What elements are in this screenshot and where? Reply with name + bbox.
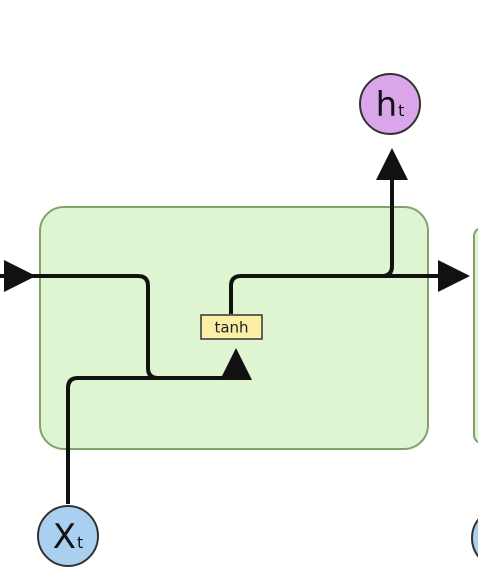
output-node-h	[359, 73, 421, 135]
tanh-label: tanh	[214, 319, 248, 337]
next-input-node-edge	[471, 518, 478, 558]
input-node-x	[37, 505, 99, 567]
tanh-box	[200, 314, 263, 340]
output-node-label: ht	[376, 85, 405, 125]
input-path	[66, 348, 252, 504]
input-node-sub: t	[77, 533, 83, 552]
tanh-output-path	[229, 148, 408, 314]
output-node-main: h	[376, 85, 398, 125]
next-cell-edge	[473, 227, 478, 444]
input-node-label: Xt	[53, 517, 84, 557]
output-node-sub: t	[398, 101, 404, 120]
input-node-main: X	[53, 517, 76, 557]
